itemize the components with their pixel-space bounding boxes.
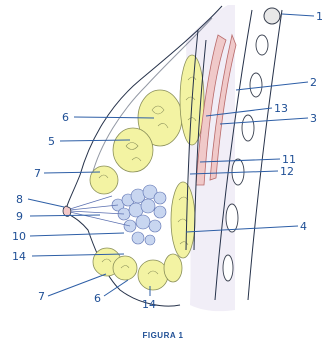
fat-lobule: [90, 166, 118, 194]
label-10: 10: [12, 230, 26, 243]
label-14-left: 14: [12, 250, 26, 263]
label-2: 2: [310, 76, 317, 89]
label-1: 1: [316, 10, 323, 23]
fat-lobule: [138, 260, 168, 290]
fat-lobule: [164, 254, 182, 282]
fat-lobule: [171, 182, 195, 258]
label-7-top: 7: [34, 167, 41, 180]
label-14-bottom: 14: [142, 298, 156, 311]
leader-lines: [28, 14, 314, 296]
clavicle: [264, 8, 280, 24]
label-13: 13: [274, 102, 288, 115]
nipple: [63, 206, 71, 216]
fat-lobule: [113, 256, 137, 280]
figure-caption: FIGURA 1: [142, 331, 183, 340]
fat-lobule: [113, 128, 153, 172]
glandular-tissue: [112, 185, 166, 245]
label-4: 4: [300, 220, 307, 233]
label-5: 5: [48, 135, 55, 148]
label-6-bottom: 6: [94, 292, 101, 305]
label-7-bottom: 7: [38, 290, 45, 303]
label-8: 8: [16, 193, 23, 206]
label-3: 3: [310, 112, 317, 125]
label-6-top: 6: [62, 111, 69, 124]
label-12: 12: [280, 165, 294, 178]
label-9: 9: [16, 210, 23, 223]
